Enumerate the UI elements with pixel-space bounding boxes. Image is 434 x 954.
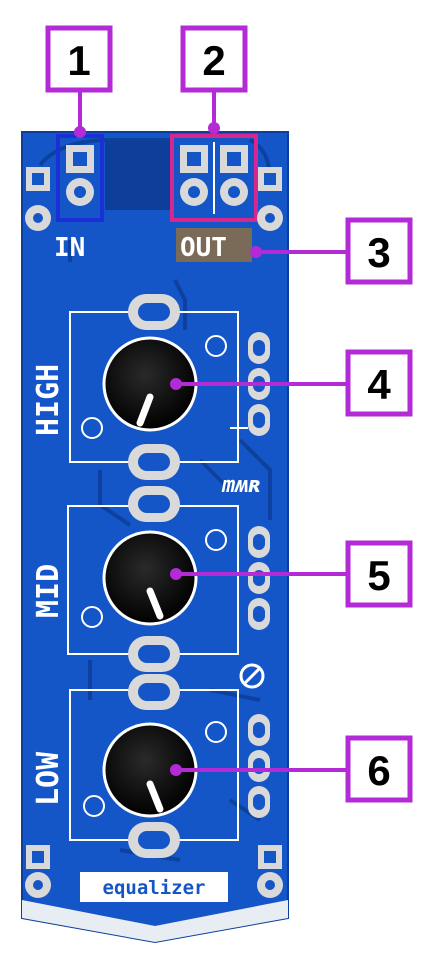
- out-label: OUT: [176, 228, 252, 263]
- callout-number-3: 3: [367, 229, 390, 276]
- callout-number-2: 2: [202, 37, 225, 84]
- band-label-high: HIGH: [31, 364, 66, 436]
- band-label-low: LOW: [31, 751, 66, 806]
- callout-dots: [74, 122, 262, 776]
- callout-number-6: 6: [367, 747, 390, 794]
- high-knob-indicator: [136, 393, 154, 427]
- footer-label: equalizer: [80, 872, 228, 902]
- jack-footprint: [105, 140, 173, 210]
- callout-number-4: 4: [367, 361, 391, 408]
- out-label-text: OUT: [180, 233, 227, 263]
- footer-label-text: equalizer: [103, 877, 206, 899]
- band-low: LOW: [31, 674, 270, 858]
- callout-box-4: 4: [345, 349, 413, 417]
- brand-logo: mʍʀ: [221, 473, 262, 498]
- in-label: IN: [54, 233, 85, 263]
- callout-box-1: 1: [45, 25, 113, 93]
- callout-box-2: 2: [180, 25, 248, 93]
- band-high: HIGH: [31, 294, 270, 480]
- output-jack-pads: [170, 134, 258, 222]
- pcb-bottom-edge: [22, 900, 288, 942]
- callout-number-1: 1: [67, 37, 90, 84]
- callout-number-5: 5: [367, 552, 390, 599]
- mid-knob-indicator: [146, 587, 164, 620]
- mid-knob[interactable]: [102, 530, 198, 626]
- band-mid: MID: [31, 486, 270, 672]
- callout-box-5: 5: [345, 540, 413, 608]
- low-knob-indicator: [146, 780, 164, 813]
- mounting-pads: [25, 167, 283, 898]
- callout-box-6: 6: [345, 735, 413, 803]
- callout-box-3: 3: [345, 217, 413, 285]
- band-label-mid: MID: [31, 564, 66, 618]
- trim-symbol-icon: [239, 663, 265, 689]
